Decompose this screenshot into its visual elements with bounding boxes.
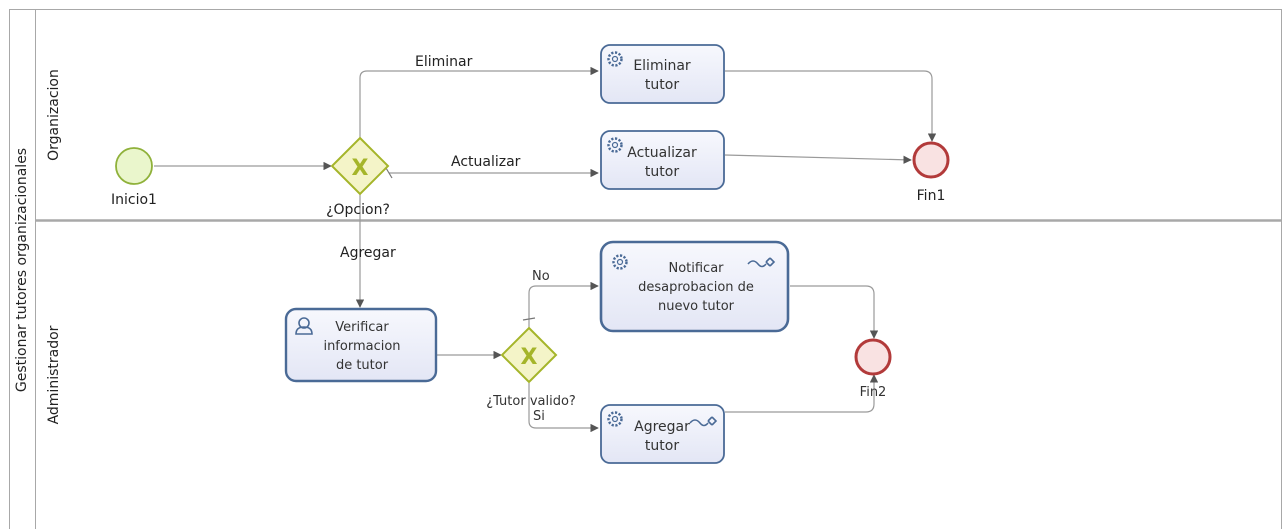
gear-icon [607,51,623,67]
lane-label-organizacion: Organizacion [46,69,62,161]
task-label: tutor [645,77,679,93]
gateway-opcion[interactable]: X ¿Opcion? [326,136,390,218]
x-icon: X [521,345,538,370]
plug-icon [689,416,718,427]
flow-actualizar-to-fin1[interactable] [724,154,912,164]
gear-icon [612,254,628,270]
task-label: Verificar [335,320,389,335]
end-event-fin2-label: Fin2 [860,385,887,400]
end-event-fin2[interactable]: Fin2 [854,338,892,400]
flow-eliminar[interactable] [359,66,599,138]
task-label: Actualizar [627,145,697,161]
flow-label-actualizar: Actualizar [451,154,521,170]
task-verificar[interactable]: Verificar informacion de tutor [284,307,438,383]
pool: Gestionar tutores organizacionales Organ… [9,9,1282,529]
flow-label-eliminar: Eliminar [415,54,473,70]
gateway-opcion-label: ¿Opcion? [326,202,390,218]
start-event-label: Inicio1 [111,192,157,208]
user-icon [295,317,313,335]
task-label: de tutor [336,358,389,373]
gear-icon [607,411,623,427]
flow-label-no: No [532,269,550,284]
task-label: nuevo tutor [658,299,735,314]
task-agregar-tutor[interactable]: Agregar tutor [600,404,725,464]
task-label: Agregar [634,419,690,435]
gateway-tutor-label: ¿Tutor valido? [486,394,576,409]
task-label: tutor [645,164,679,180]
default-flow-marker [385,167,393,179]
task-label: informacion [323,339,400,354]
start-event-inicio1[interactable]: Inicio1 [111,147,157,208]
end-event-fin1-label: Fin1 [917,188,946,204]
flow-agregar-to-fin2[interactable] [725,374,879,413]
plug-icon [747,257,776,268]
task-label: desaprobacion de [638,280,754,295]
flow-notificar-to-fin2[interactable] [790,285,879,339]
gear-icon [607,137,623,153]
flow-label-si: Si [533,409,545,424]
flow-si[interactable] [528,383,599,433]
pool-label: Gestionar tutores organizacionales [14,148,30,392]
task-label: Eliminar [633,58,691,74]
task-notificar[interactable]: Notificar desaprobacion de nuevo tutor [599,240,790,333]
task-actualizar-tutor[interactable]: Actualizar tutor [600,130,725,190]
flow-label-agregar: Agregar [340,245,396,261]
gateway-tutor-valido[interactable]: X ¿Tutor valido? [486,326,576,409]
sequence-flows [154,66,937,433]
flow-no[interactable] [528,281,599,328]
task-label: Notificar [668,261,724,276]
task-label: tutor [645,438,679,454]
task-eliminar-tutor[interactable]: Eliminar tutor [600,44,725,104]
x-icon: X [352,156,369,181]
flow-eliminar-to-fin1[interactable] [725,70,937,142]
lane-label-administrador: Administrador [46,325,62,424]
default-flow-marker [522,317,536,321]
end-event-fin1[interactable]: Fin1 [912,141,950,204]
